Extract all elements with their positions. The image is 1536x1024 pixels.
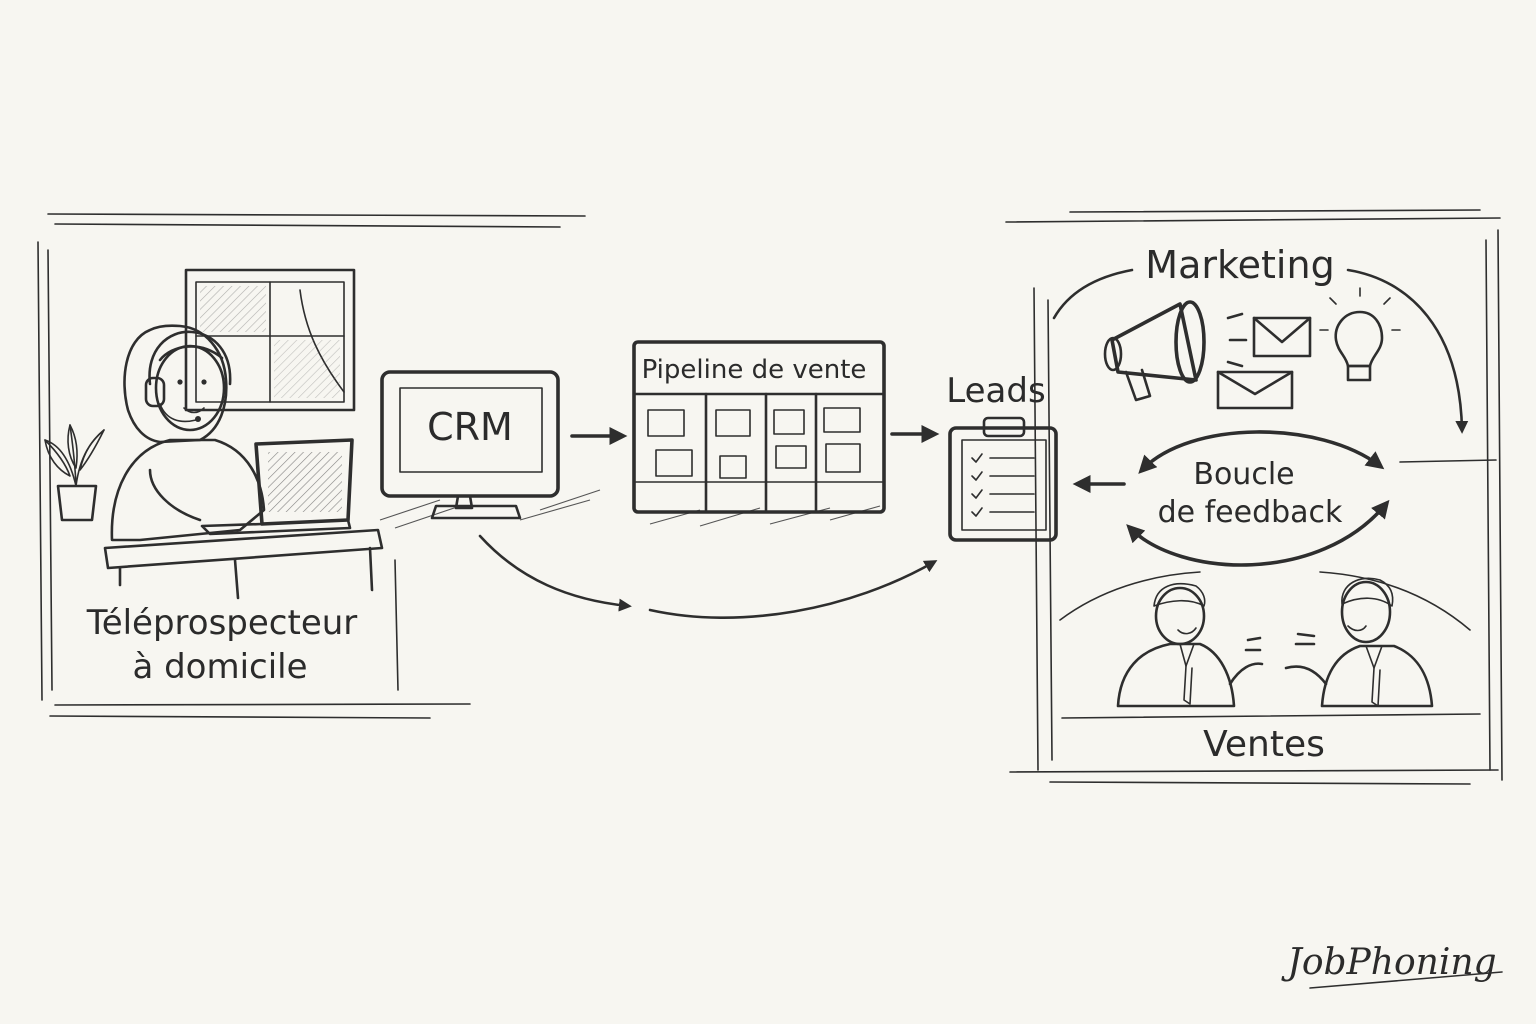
plant-icon — [44, 424, 105, 522]
lightbulb-icon — [1319, 287, 1401, 382]
sticky-note-blue — [825, 443, 861, 473]
teleprospecteur-person — [110, 324, 266, 542]
teleprospecteur-label-1: Téléprospecteur — [86, 603, 358, 643]
sticky-note-blue — [773, 409, 805, 435]
crm-monitor: CRM — [379, 370, 601, 529]
arrow-crm-curve-1 — [478, 534, 632, 612]
envelope-icon — [1252, 316, 1312, 358]
sticky-notes — [647, 407, 861, 479]
clipboard-icon — [948, 416, 1058, 542]
arrow-feedback-bottom — [1126, 499, 1390, 567]
sticky-note-yellow — [715, 409, 751, 437]
arrow-crm-curve-2 — [648, 560, 938, 619]
teleprospecteur-label-2: à domicile — [132, 647, 307, 687]
leads-label: Leads — [946, 371, 1045, 411]
sticky-note-yellow — [647, 409, 685, 437]
teleprospecteur-scene: Téléprospecteur à domicile — [37, 213, 586, 719]
sticky-note-empty — [719, 455, 747, 479]
feedback-label-2: de feedback — [1158, 495, 1343, 530]
megaphone-icon — [1103, 300, 1248, 402]
headset-icon — [144, 330, 232, 423]
envelope-icon — [1216, 370, 1294, 410]
laptop-icon — [200, 438, 354, 536]
crm-label: CRM — [427, 405, 513, 449]
sticky-note-yellow — [775, 445, 807, 469]
sticky-note-blue — [655, 449, 693, 477]
brand-logo: JobPhoning — [1280, 942, 1503, 989]
pipeline-title: Pipeline de vente — [642, 355, 867, 385]
ventes-label: Ventes — [1203, 724, 1325, 765]
right-panel — [1005, 209, 1503, 785]
marketing-node: Marketing — [1052, 243, 1469, 434]
marketing-arc-left — [1052, 268, 1134, 320]
leads-node: Leads — [946, 371, 1058, 542]
feedback-loop: Boucle de feedback — [1126, 430, 1390, 567]
handshake-people-icon — [1116, 577, 1434, 708]
arrow-feedback-top — [1138, 430, 1385, 474]
sticky-note-yellow — [823, 407, 861, 433]
pipeline-board: Pipeline de vente — [632, 340, 886, 527]
desk — [103, 528, 384, 600]
feedback-label-1: Boucle — [1193, 457, 1294, 492]
brand-name: JobPhoning — [1280, 942, 1496, 983]
monitor-icon — [380, 370, 560, 520]
marketing-label: Marketing — [1145, 243, 1334, 287]
arrow-marketing-to-feedback — [1346, 268, 1469, 434]
window — [184, 268, 356, 412]
